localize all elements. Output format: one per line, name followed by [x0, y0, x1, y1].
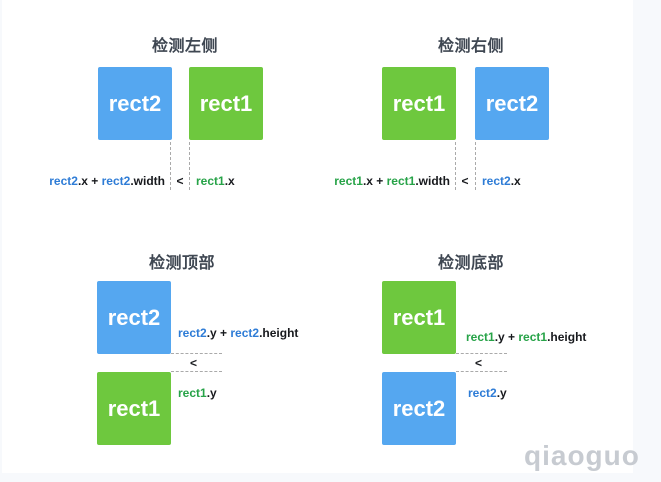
watermark-text: qiaoguo: [524, 440, 640, 471]
formula-term: rect1: [178, 386, 207, 400]
less-than-operator: <: [176, 174, 184, 188]
formula-term: .x: [362, 174, 373, 188]
square-label: rect2: [485, 90, 539, 116]
dashed-guide-line: [455, 142, 456, 190]
formula-term: .height: [547, 330, 587, 344]
formula-term: +: [372, 174, 387, 188]
formula-term: rect2: [49, 174, 78, 188]
formula-lhs: rect2.x + rect2.width: [20, 174, 165, 188]
square-label: rect1: [199, 90, 253, 116]
dashed-guide-line: [171, 371, 222, 372]
formula-term: +: [504, 330, 519, 344]
dashed-guide-line: [170, 142, 171, 190]
formula-rhs: rect2.x: [482, 174, 521, 188]
formula-term: rect1: [518, 330, 548, 344]
rect2-square: rect2: [382, 372, 456, 445]
formula-term: .x: [224, 174, 235, 188]
formula-term: rect2: [230, 326, 260, 340]
less-than-operator: <: [189, 356, 197, 370]
panel-title-detect-right: 检测右侧: [437, 38, 504, 55]
formula-term: .y: [494, 330, 505, 344]
dashed-guide-line: [456, 353, 507, 354]
square-label: rect2: [107, 304, 161, 330]
panel-title-detect-bottom: 检测底部: [437, 255, 504, 272]
formula-term: +: [87, 174, 102, 188]
formula-term: rect1: [386, 174, 416, 188]
less-than-operator: <: [461, 174, 469, 188]
dashed-guide-line: [189, 142, 190, 190]
formula-term: rect2: [178, 326, 207, 340]
rect1-square: rect1: [382, 67, 456, 140]
panel-title-detect-left: 检测左侧: [151, 38, 218, 55]
formula-term: rect1: [196, 174, 225, 188]
formula-term: .y: [206, 386, 217, 400]
formula-lhs: rect1.x + rect1.width: [305, 174, 450, 188]
formula-term: rect2: [468, 386, 497, 400]
formula-term: rect2: [482, 174, 511, 188]
formula-term: rect1: [466, 330, 495, 344]
formula-term: .width: [415, 174, 450, 188]
rect2-square: rect2: [475, 67, 549, 140]
rect1-square: rect1: [382, 281, 456, 354]
formula-term: .width: [130, 174, 165, 188]
dashed-guide-line: [171, 353, 222, 354]
square-label: rect2: [108, 90, 162, 116]
formula-lhs: rect1.y + rect1.height: [466, 330, 586, 344]
square-label: rect1: [392, 304, 446, 330]
dashed-guide-line: [456, 371, 507, 372]
formula-rhs: rect1.y: [178, 386, 217, 400]
formula-lhs: rect2.y + rect2.height: [178, 326, 298, 340]
formula-term: .height: [259, 326, 299, 340]
formula-term: .x: [77, 174, 88, 188]
square-label: rect1: [392, 90, 446, 116]
formula-term: .y: [206, 326, 217, 340]
square-label: rect2: [392, 395, 446, 421]
rect1-square: rect1: [189, 67, 263, 140]
formula-term: .x: [510, 174, 521, 188]
formula-rhs: rect2.y: [468, 386, 507, 400]
panel-title-detect-top: 检测顶部: [148, 255, 215, 272]
formula-term: rect1: [334, 174, 363, 188]
less-than-operator: <: [474, 356, 482, 370]
formula-rhs: rect1.x: [196, 174, 235, 188]
formula-term: rect2: [101, 174, 131, 188]
rect2-square: rect2: [98, 67, 172, 140]
formula-term: .y: [496, 386, 507, 400]
formula-term: +: [216, 326, 231, 340]
dashed-guide-line: [475, 142, 476, 190]
rect2-square: rect2: [97, 281, 171, 354]
rect1-square: rect1: [97, 372, 171, 445]
square-label: rect1: [107, 395, 161, 421]
